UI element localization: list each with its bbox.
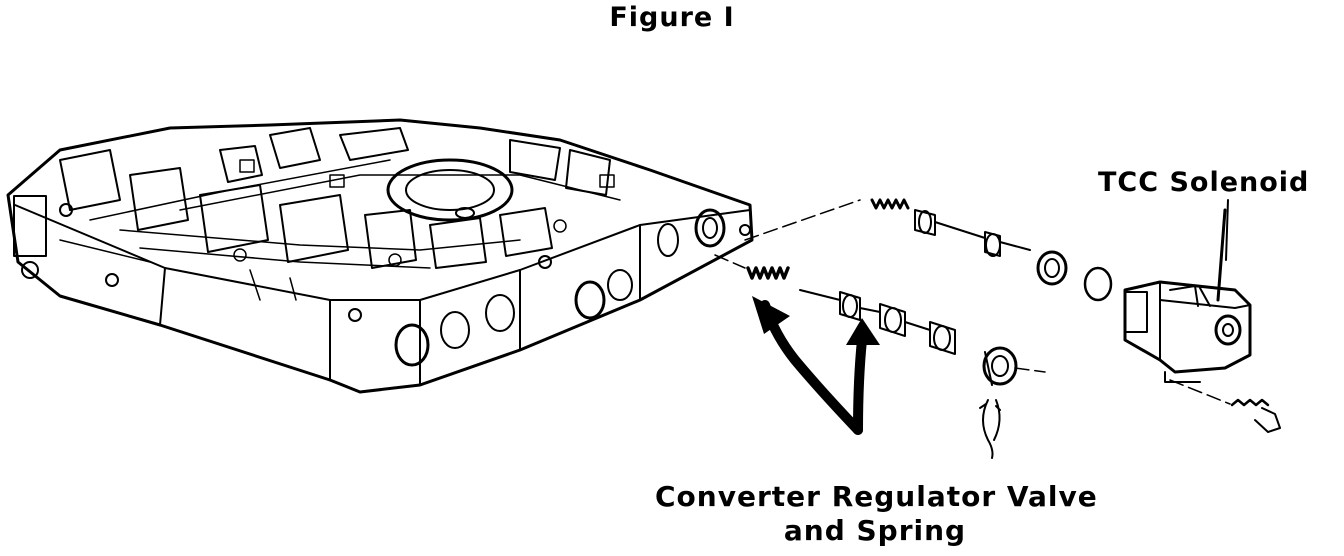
converter-label-line2: and Spring: [783, 514, 967, 547]
upper-valve: [914, 209, 1031, 257]
explode-axis-lines: [714, 199, 1231, 405]
retaining-clip: [979, 399, 1001, 459]
callout-arrows: [760, 300, 867, 435]
arrow-head-valve: [846, 318, 880, 345]
valve-body-casting: [6, 118, 754, 394]
upper-spring: [870, 198, 910, 210]
tcc-solenoid-assembly: [1123, 208, 1281, 433]
o-ring: [1083, 266, 1113, 302]
converter-valve-train: [746, 266, 1018, 459]
tcc-valve-train: [870, 198, 1113, 302]
tcc-solenoid-label: TCC Solenoid: [1098, 167, 1310, 198]
converter-regulator-label: Converter Regulator Valve and Spring: [655, 480, 1098, 548]
converter-label-line1: Converter Regulator Valve: [655, 480, 1098, 513]
tcc-leader-line: [1225, 199, 1229, 261]
lower-valve: [799, 289, 956, 355]
arrow-head-spring: [752, 296, 790, 334]
lower-plug: [982, 346, 1018, 386]
upper-plug: [1036, 250, 1068, 286]
solenoid-bolt: [1230, 398, 1270, 407]
lower-spring: [746, 266, 790, 280]
arrow-to-spring: [760, 300, 863, 435]
arrow-to-valve: [853, 335, 867, 435]
figure-title: Figure I: [609, 2, 735, 33]
